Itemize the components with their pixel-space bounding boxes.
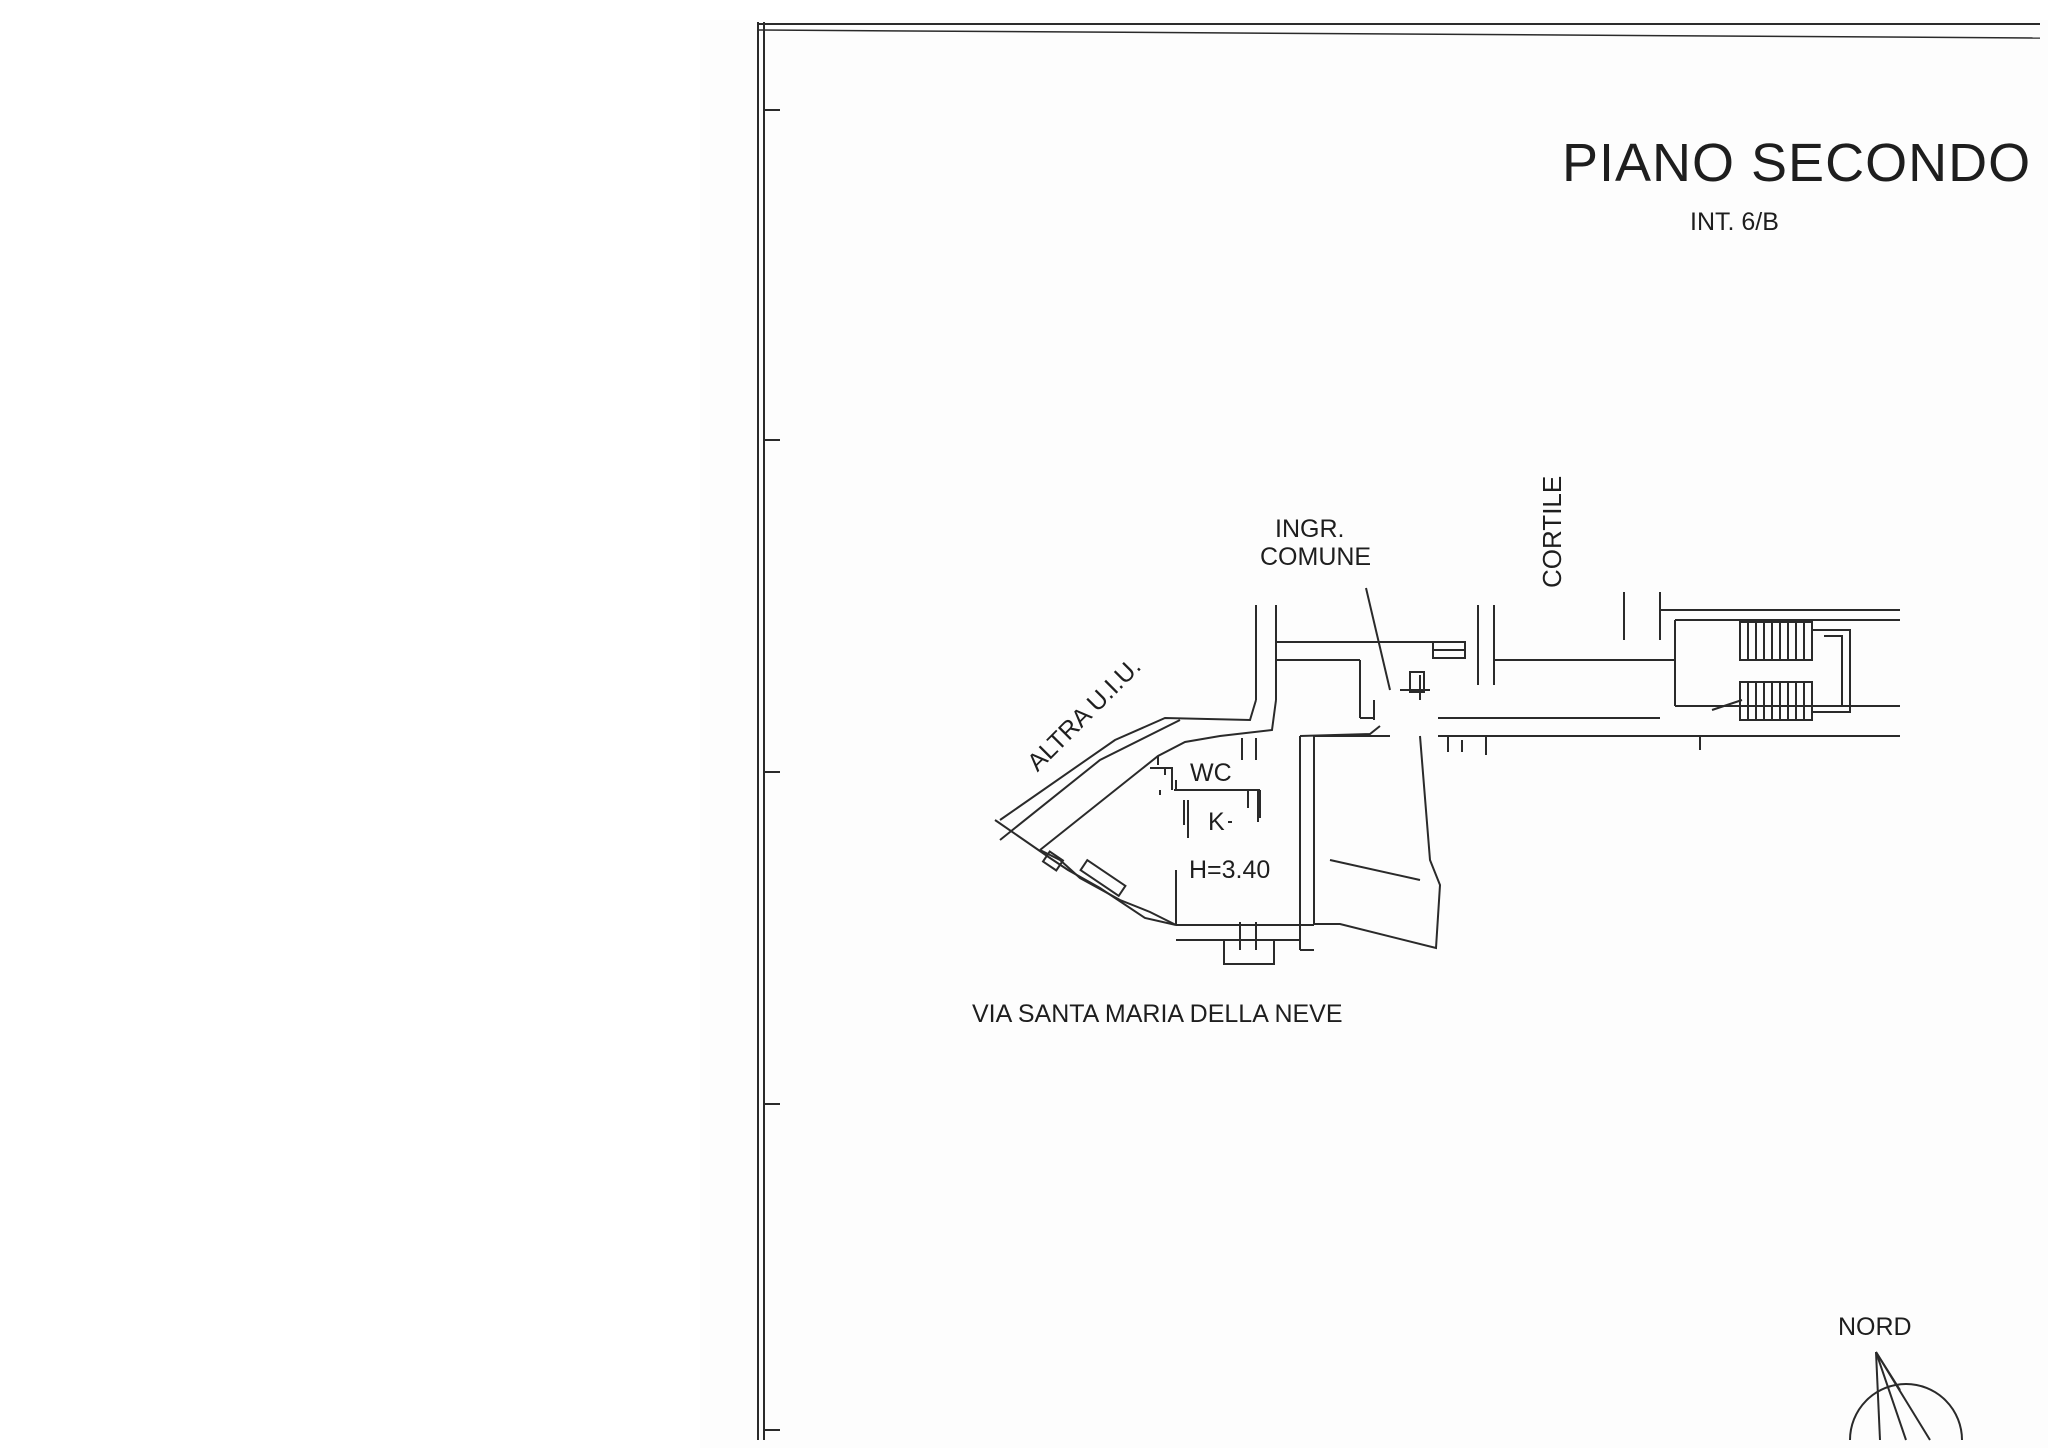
stairs-icon <box>1711 621 1851 721</box>
label-ingresso-line2: COMUNE <box>1260 543 1372 571</box>
unit-number: INT. 6/B <box>1690 208 1779 236</box>
label-street: VIA SANTA MARIA DELLA NEVE <box>972 1000 1343 1028</box>
drawing-sheet <box>700 20 2048 1448</box>
corridor-walls <box>1255 587 1900 755</box>
label-ceiling-height: H=3.40 <box>1189 856 1271 884</box>
north-arrow-icon <box>1849 1351 1963 1441</box>
label-cortile: CORTILE <box>1537 475 1567 588</box>
neighbour-wall <box>999 719 1181 841</box>
frame-line-top-inner <box>757 29 2041 39</box>
label-north: NORD <box>1838 1313 1912 1341</box>
apartment-walls <box>994 660 1442 965</box>
label-ingresso-line1: INGR. <box>1275 515 1345 543</box>
label-kitchen: K <box>1208 808 1225 836</box>
label-wc: WC <box>1190 759 1232 787</box>
plan-title: PIANO SECONDO <box>1562 133 2032 193</box>
